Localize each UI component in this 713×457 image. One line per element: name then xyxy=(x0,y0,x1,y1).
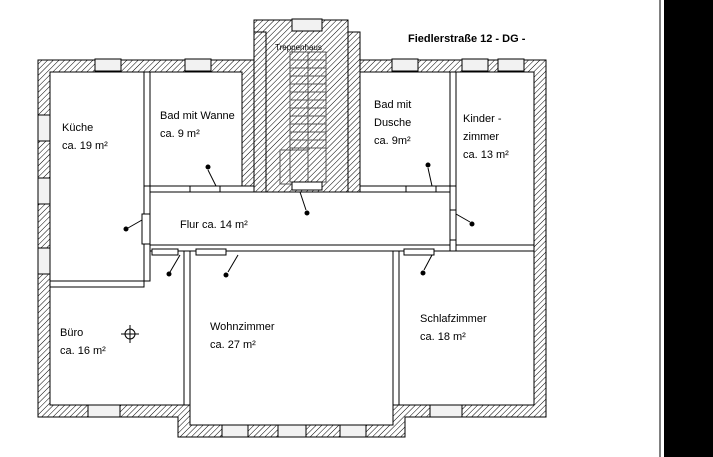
room-area-buero: ca. 16 m² xyxy=(60,345,106,357)
door-handles xyxy=(123,162,475,278)
doors xyxy=(141,181,457,256)
room-name-wohn: Wohnzimmer xyxy=(210,321,275,333)
room-name-schlaf: Schlafzimmer xyxy=(420,313,487,325)
room-name-kinder-1: Kinder - xyxy=(463,113,502,125)
page-margin-bar xyxy=(664,0,713,457)
stairwell-label: Treppenhaus xyxy=(275,43,322,52)
room-area-bad-wanne: ca. 9 m² xyxy=(160,128,200,140)
room-name-bad-dusche-1: Bad mit xyxy=(374,99,412,111)
room-area-wohn: ca. 27 m² xyxy=(210,339,256,351)
windows xyxy=(37,18,525,438)
room-name-bad-dusche-2: Dusche xyxy=(374,117,412,129)
room-name-kinder-2: zimmer xyxy=(463,131,500,143)
crosshair-icon xyxy=(121,325,139,343)
room-area-bad-dusche: ca. 9m² xyxy=(374,135,411,147)
stair-wall-right xyxy=(347,31,361,193)
room-area-kueche: ca. 19 m² xyxy=(62,140,108,152)
stair-wall-left xyxy=(253,31,267,193)
room-name-buero: Büro xyxy=(60,327,84,339)
room-name-bad-wanne: Bad mit Wanne xyxy=(160,110,235,122)
room-name-kueche: Küche xyxy=(62,122,94,134)
room-label-flur: Flur ca. 14 m² xyxy=(180,219,248,231)
plan-title: Fiedlerstraße 12 - DG - xyxy=(408,33,526,45)
outer-walls xyxy=(37,19,547,438)
room-area-schlaf: ca. 18 m² xyxy=(420,331,466,343)
room-area-kinder: ca. 13 m² xyxy=(463,149,509,161)
